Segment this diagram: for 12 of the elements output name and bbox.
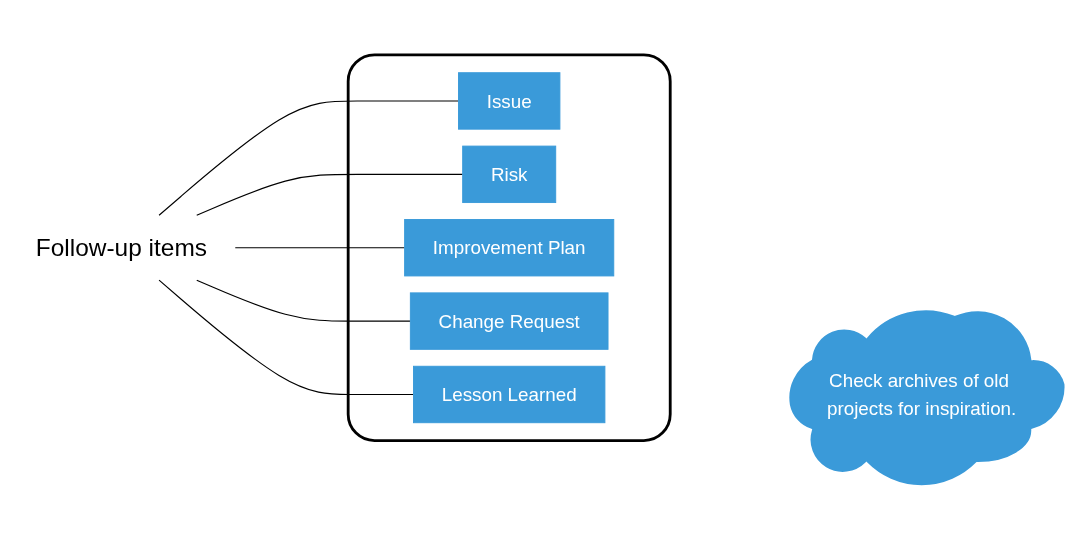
node-box: Issue (458, 72, 561, 130)
node-box: Lesson Learned (413, 365, 606, 424)
connector (158, 279, 415, 396)
connector (234, 247, 406, 249)
connector (158, 100, 460, 216)
connector (196, 173, 464, 216)
cluster (346, 53, 672, 442)
node-text: Follow-up items (35, 233, 208, 262)
connector (196, 279, 411, 322)
node-box: Improvement Plan (404, 219, 615, 277)
node-box: Change Request (409, 292, 609, 350)
node-box: Risk (462, 145, 557, 203)
